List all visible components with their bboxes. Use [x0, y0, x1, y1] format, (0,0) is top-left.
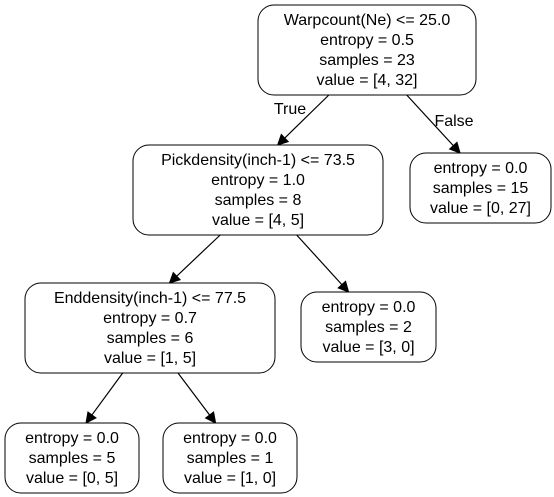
edge-label: True: [274, 101, 306, 118]
node-text-line: samples = 23: [319, 52, 415, 69]
tree-edge: [177, 372, 217, 424]
node-text-line: samples = 6: [107, 330, 194, 347]
node-text-line: entropy = 0.0: [183, 430, 277, 447]
node-text-line: samples = 15: [433, 180, 529, 197]
node-box: [300, 291, 437, 363]
arrowhead-icon: [204, 411, 217, 424]
arrowhead-icon: [337, 280, 350, 293]
node-text-line: entropy = 1.0: [211, 172, 305, 189]
node-text-line: Enddensity(inch-1) <= 77.5: [54, 290, 246, 307]
tree-node-n2: entropy = 0.0 samples = 15 value = [0, 27]: [409, 152, 552, 224]
node-text-line: entropy = 0.7: [103, 310, 197, 327]
tree-node-n3: Enddensity(inch-1) <= 77.5 entropy = 0.7 s…: [24, 282, 276, 374]
node-text-line: samples = 2: [325, 319, 412, 336]
edge-label: False: [434, 113, 473, 130]
tree-edge: True: [274, 94, 330, 146]
node-text-line: Pickdensity(inch-1) <= 73.5: [161, 152, 355, 169]
tree-node-n6: entropy = 0.0 samples = 1 value = [1, 0]: [162, 422, 298, 494]
arrowhead-icon: [85, 411, 97, 424]
edge-line: [296, 234, 343, 286]
node-box: [257, 4, 477, 96]
edge-line: [284, 94, 330, 139]
node-text-line: value = [3, 0]: [322, 339, 414, 356]
arrowhead-icon: [448, 141, 461, 154]
node-text-line: value = [0, 5]: [26, 470, 118, 487]
tree-node-n5: entropy = 0.0 samples = 5 value = [0, 5]: [4, 422, 140, 494]
node-text-line: Warpcount(Ne) <= 25.0: [284, 12, 451, 29]
node-box: [4, 422, 140, 494]
tree-edge: [85, 372, 124, 424]
node-box: [24, 282, 276, 374]
tree-node-n4: entropy = 0.0 samples = 2 value = [3, 0]: [300, 291, 437, 363]
edge-line: [406, 94, 454, 147]
edge-line: [91, 372, 124, 416]
edge-line: [177, 372, 211, 416]
node-text-line: value = [1, 5]: [104, 350, 196, 367]
node-text-line: entropy = 0.5: [320, 32, 414, 49]
node-text-line: samples = 8: [215, 192, 302, 209]
arrowhead-icon: [276, 133, 290, 146]
node-box: [162, 422, 298, 494]
tree-edge: False: [406, 94, 474, 154]
node-box: [409, 152, 552, 224]
tree-edge: [296, 234, 350, 293]
node-text-line: entropy = 0.0: [434, 160, 528, 177]
arrowhead-icon: [168, 271, 182, 284]
tree-node-root: Warpcount(Ne) <= 25.0 entropy = 0.5 sample…: [257, 4, 477, 96]
node-text-line: value = [0, 27]: [430, 200, 531, 217]
node-text-line: samples = 5: [29, 450, 116, 467]
tree-edge: [168, 234, 221, 284]
tree-node-n1: Pickdensity(inch-1) <= 73.5 entropy = 1.0…: [132, 144, 384, 236]
node-box: [132, 144, 384, 236]
node-text-line: value = [4, 32]: [317, 72, 418, 89]
node-text-line: value = [1, 0]: [184, 470, 276, 487]
node-text-line: entropy = 0.0: [25, 430, 119, 447]
node-text-line: samples = 1: [187, 450, 274, 467]
node-text-line: value = [4, 5]: [212, 212, 304, 229]
node-text-line: entropy = 0.0: [322, 299, 416, 316]
edge-line: [176, 234, 221, 277]
